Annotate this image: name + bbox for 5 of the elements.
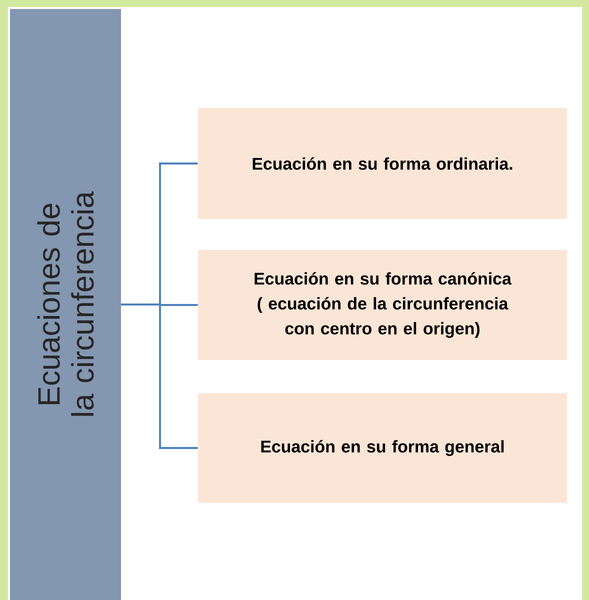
topic-box: Ecuación en su forma general	[198, 393, 567, 503]
connector-line	[121, 304, 198, 449]
topic-box: Ecuación en su forma canónica ( ecuación de la circunferencia con centro en el origen)	[198, 250, 567, 360]
topic-box: Ecuación en su forma ordinaria.	[198, 108, 567, 219]
title-band: Ecuaciones de la circunferencia	[10, 9, 121, 600]
